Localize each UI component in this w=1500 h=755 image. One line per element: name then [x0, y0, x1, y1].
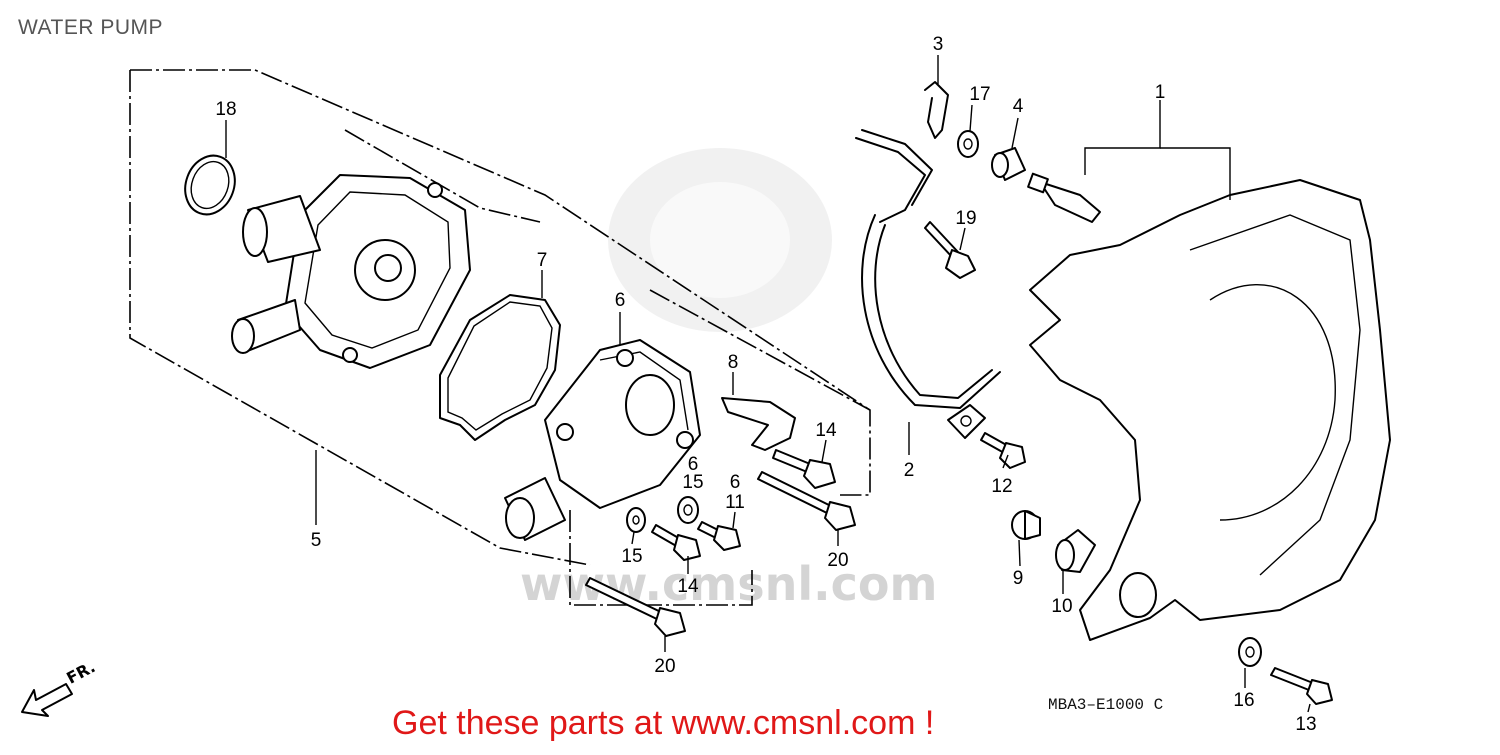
- washer-15-upper[interactable]: [677, 496, 699, 524]
- left-crankcase-cover-1[interactable]: [1029, 179, 1391, 641]
- callout-labels: 1 2 3 4 5 6 6 6 7 8 9 10 11 12 13 14 14 …: [215, 34, 1316, 735]
- callout-15-lower: 15: [621, 546, 642, 567]
- stud-1[interactable]: [1027, 172, 1101, 223]
- callout-12: 12: [991, 476, 1012, 497]
- callout-8: 8: [728, 352, 739, 373]
- water-pump-assembly-5[interactable]: [231, 174, 471, 369]
- grommet-4[interactable]: [991, 147, 1026, 181]
- callout-1: 1: [1155, 82, 1166, 103]
- callout-20-lower: 20: [654, 656, 675, 677]
- pump-cover-6[interactable]: [504, 339, 701, 541]
- diagram-code: MBA3–E1000 C: [1048, 696, 1164, 714]
- promo-banner: Get these parts at www.cmsnl.com !: [392, 704, 934, 743]
- callout-14-lower: 14: [677, 576, 699, 597]
- washer-16[interactable]: [1238, 637, 1262, 667]
- callout-2: 2: [904, 460, 915, 481]
- gasket-7[interactable]: [439, 294, 561, 441]
- callout-20-upper: 20: [827, 550, 848, 571]
- bolt-20-lower[interactable]: [585, 577, 686, 637]
- callout-3: 3: [933, 34, 944, 55]
- o-ring-18[interactable]: [177, 149, 243, 222]
- bolt-13[interactable]: [1270, 667, 1333, 705]
- callout-14-upper: 14: [815, 420, 837, 441]
- callout-7: 7: [537, 250, 548, 271]
- callout-10: 10: [1051, 596, 1072, 617]
- callout-11: 11: [725, 492, 745, 513]
- callout-19: 19: [955, 208, 976, 229]
- callout-4: 4: [1013, 96, 1024, 117]
- hose-clamp-8[interactable]: [721, 397, 796, 451]
- bolt-14-upper[interactable]: [772, 449, 836, 489]
- callout-16: 16: [1233, 690, 1254, 711]
- callout-6-cover: 6: [615, 290, 626, 311]
- bolt-12[interactable]: [980, 432, 1026, 469]
- collar-9[interactable]: [1011, 510, 1041, 540]
- callout-15-upper: 15: [682, 472, 703, 493]
- washer-15-lower[interactable]: [626, 507, 646, 533]
- pipe-bracket-2[interactable]: [855, 129, 1001, 439]
- callout-6-left: 6: [688, 454, 699, 475]
- callout-6-right: 6: [730, 472, 741, 493]
- bolt-20-upper[interactable]: [757, 471, 856, 531]
- callout-5: 5: [311, 530, 322, 551]
- front-direction-arrow-icon: [21, 683, 73, 717]
- assembly-outline-dashes: [129, 69, 871, 606]
- cmsnl-watermark: www.cmsnl.com: [520, 148, 937, 611]
- bolt-11[interactable]: [697, 521, 741, 551]
- grommet-10[interactable]: [1055, 529, 1096, 573]
- callout-13: 13: [1295, 714, 1316, 735]
- clip-3[interactable]: [924, 81, 949, 139]
- diagram-title: WATER PUMP: [18, 16, 163, 39]
- watermark-url: www.cmsnl.com: [520, 557, 937, 611]
- callout-9: 9: [1013, 568, 1024, 589]
- callout-18: 18: [215, 99, 236, 120]
- bolt-19[interactable]: [924, 221, 976, 279]
- promo-link[interactable]: Get these parts at www.cmsnl.com !: [392, 704, 935, 742]
- callout-17: 17: [969, 84, 990, 105]
- leader-lines: [225, 55, 1311, 713]
- washer-17[interactable]: [957, 130, 979, 158]
- bolt-14-lower[interactable]: [651, 524, 701, 561]
